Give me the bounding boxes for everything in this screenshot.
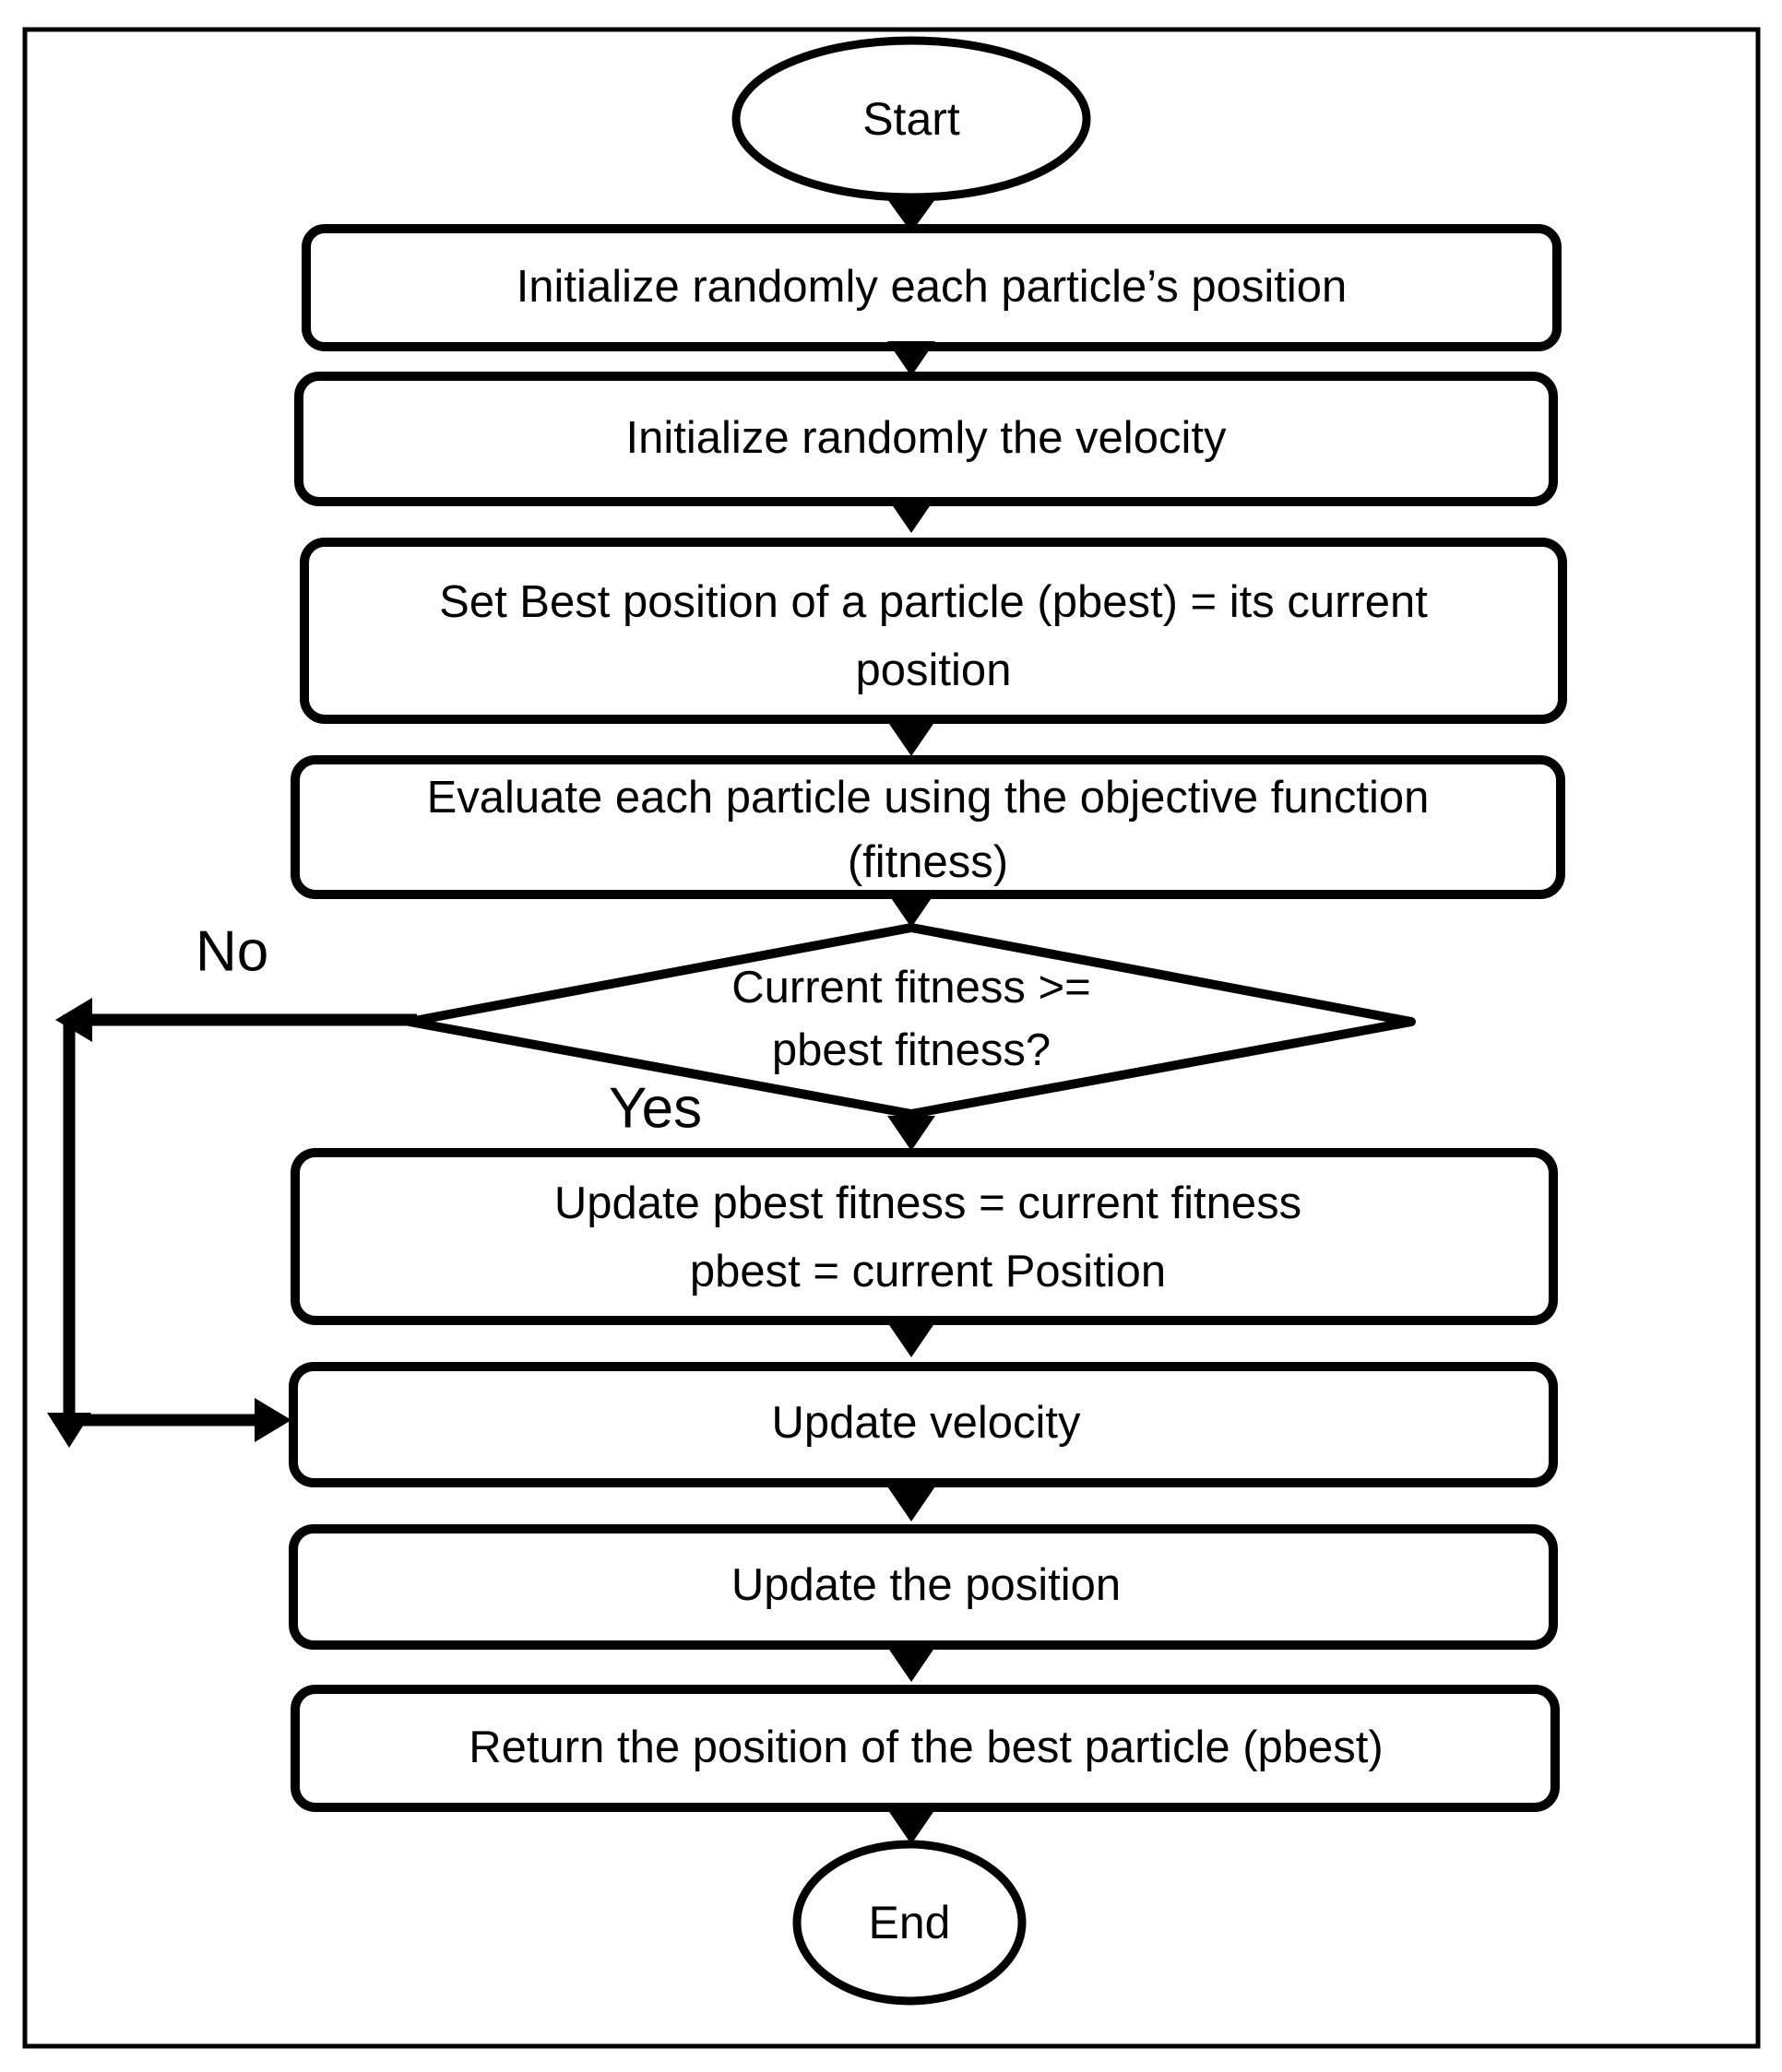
- outer-border: [22, 27, 1761, 2049]
- branch-label-no: No: [196, 919, 268, 983]
- node-return-best-shape[interactable]: [291, 1685, 1560, 1812]
- node-set-pbest-line2: position: [856, 645, 1012, 695]
- node-set-pbest-shape[interactable]: [300, 538, 1567, 724]
- arrowhead-update-pbest-to-update-velocity: [887, 1322, 935, 1357]
- node-update-velocity-shape[interactable]: [289, 1362, 1558, 1487]
- node-update-pbest-line2: pbest = current Position: [690, 1247, 1166, 1296]
- arrowhead-update-velocity-to-update-position: [887, 1486, 935, 1521]
- arrowhead-decision-to-update-pbest: [887, 1116, 935, 1151]
- node-update-position-label: Update the position: [731, 1560, 1121, 1610]
- node-init-position-label: Initialize randomly each particle’s posi…: [517, 262, 1348, 312]
- arrowhead-no-branch-into-update-velocity: [255, 1398, 291, 1442]
- node-evaluate-line1: Evaluate each particle using the objecti…: [427, 773, 1430, 823]
- arrowhead-return-best-to-end: [887, 1809, 935, 1844]
- node-init-velocity-label: Initialize randomly the velocity: [626, 413, 1227, 463]
- node-end-label: End: [869, 1897, 951, 1948]
- node-update-position-shape[interactable]: [289, 1524, 1558, 1650]
- node-return-best-label: Return the position of the best particle…: [469, 1723, 1383, 1772]
- node-evaluate-line2: (fitness): [848, 837, 1008, 887]
- arrowhead-update-position-to-return-best: [887, 1647, 935, 1682]
- node-end-shape[interactable]: [792, 1840, 1027, 2006]
- node-update-pbest-line1: Update pbest fitness = current fitness: [554, 1178, 1301, 1228]
- arrowhead-evaluate-to-decision: [887, 893, 935, 928]
- node-decision-fitness-line1: Current fitness >=: [731, 963, 1090, 1012]
- arrowhead-init-velocity-to-set-pbest: [887, 498, 935, 533]
- node-set-pbest-line1: Set Best position of a particle (pbest) …: [439, 577, 1428, 627]
- node-update-pbest-shape[interactable]: [291, 1148, 1558, 1325]
- node-init-position-shape[interactable]: [302, 224, 1562, 351]
- node-decision-fitness-line2: pbest fitness?: [772, 1025, 1051, 1075]
- arrowhead-start-to-init-position: [887, 199, 935, 232]
- arrowhead-init-position-to-init-velocity: [887, 341, 935, 376]
- node-decision-fitness-shape[interactable]: [405, 923, 1416, 1119]
- arrowhead-set-pbest-to-evaluate: [887, 721, 935, 756]
- node-update-velocity-label: Update velocity: [771, 1398, 1081, 1448]
- node-start-label: Start: [862, 93, 960, 145]
- branch-label-yes: Yes: [609, 1076, 702, 1140]
